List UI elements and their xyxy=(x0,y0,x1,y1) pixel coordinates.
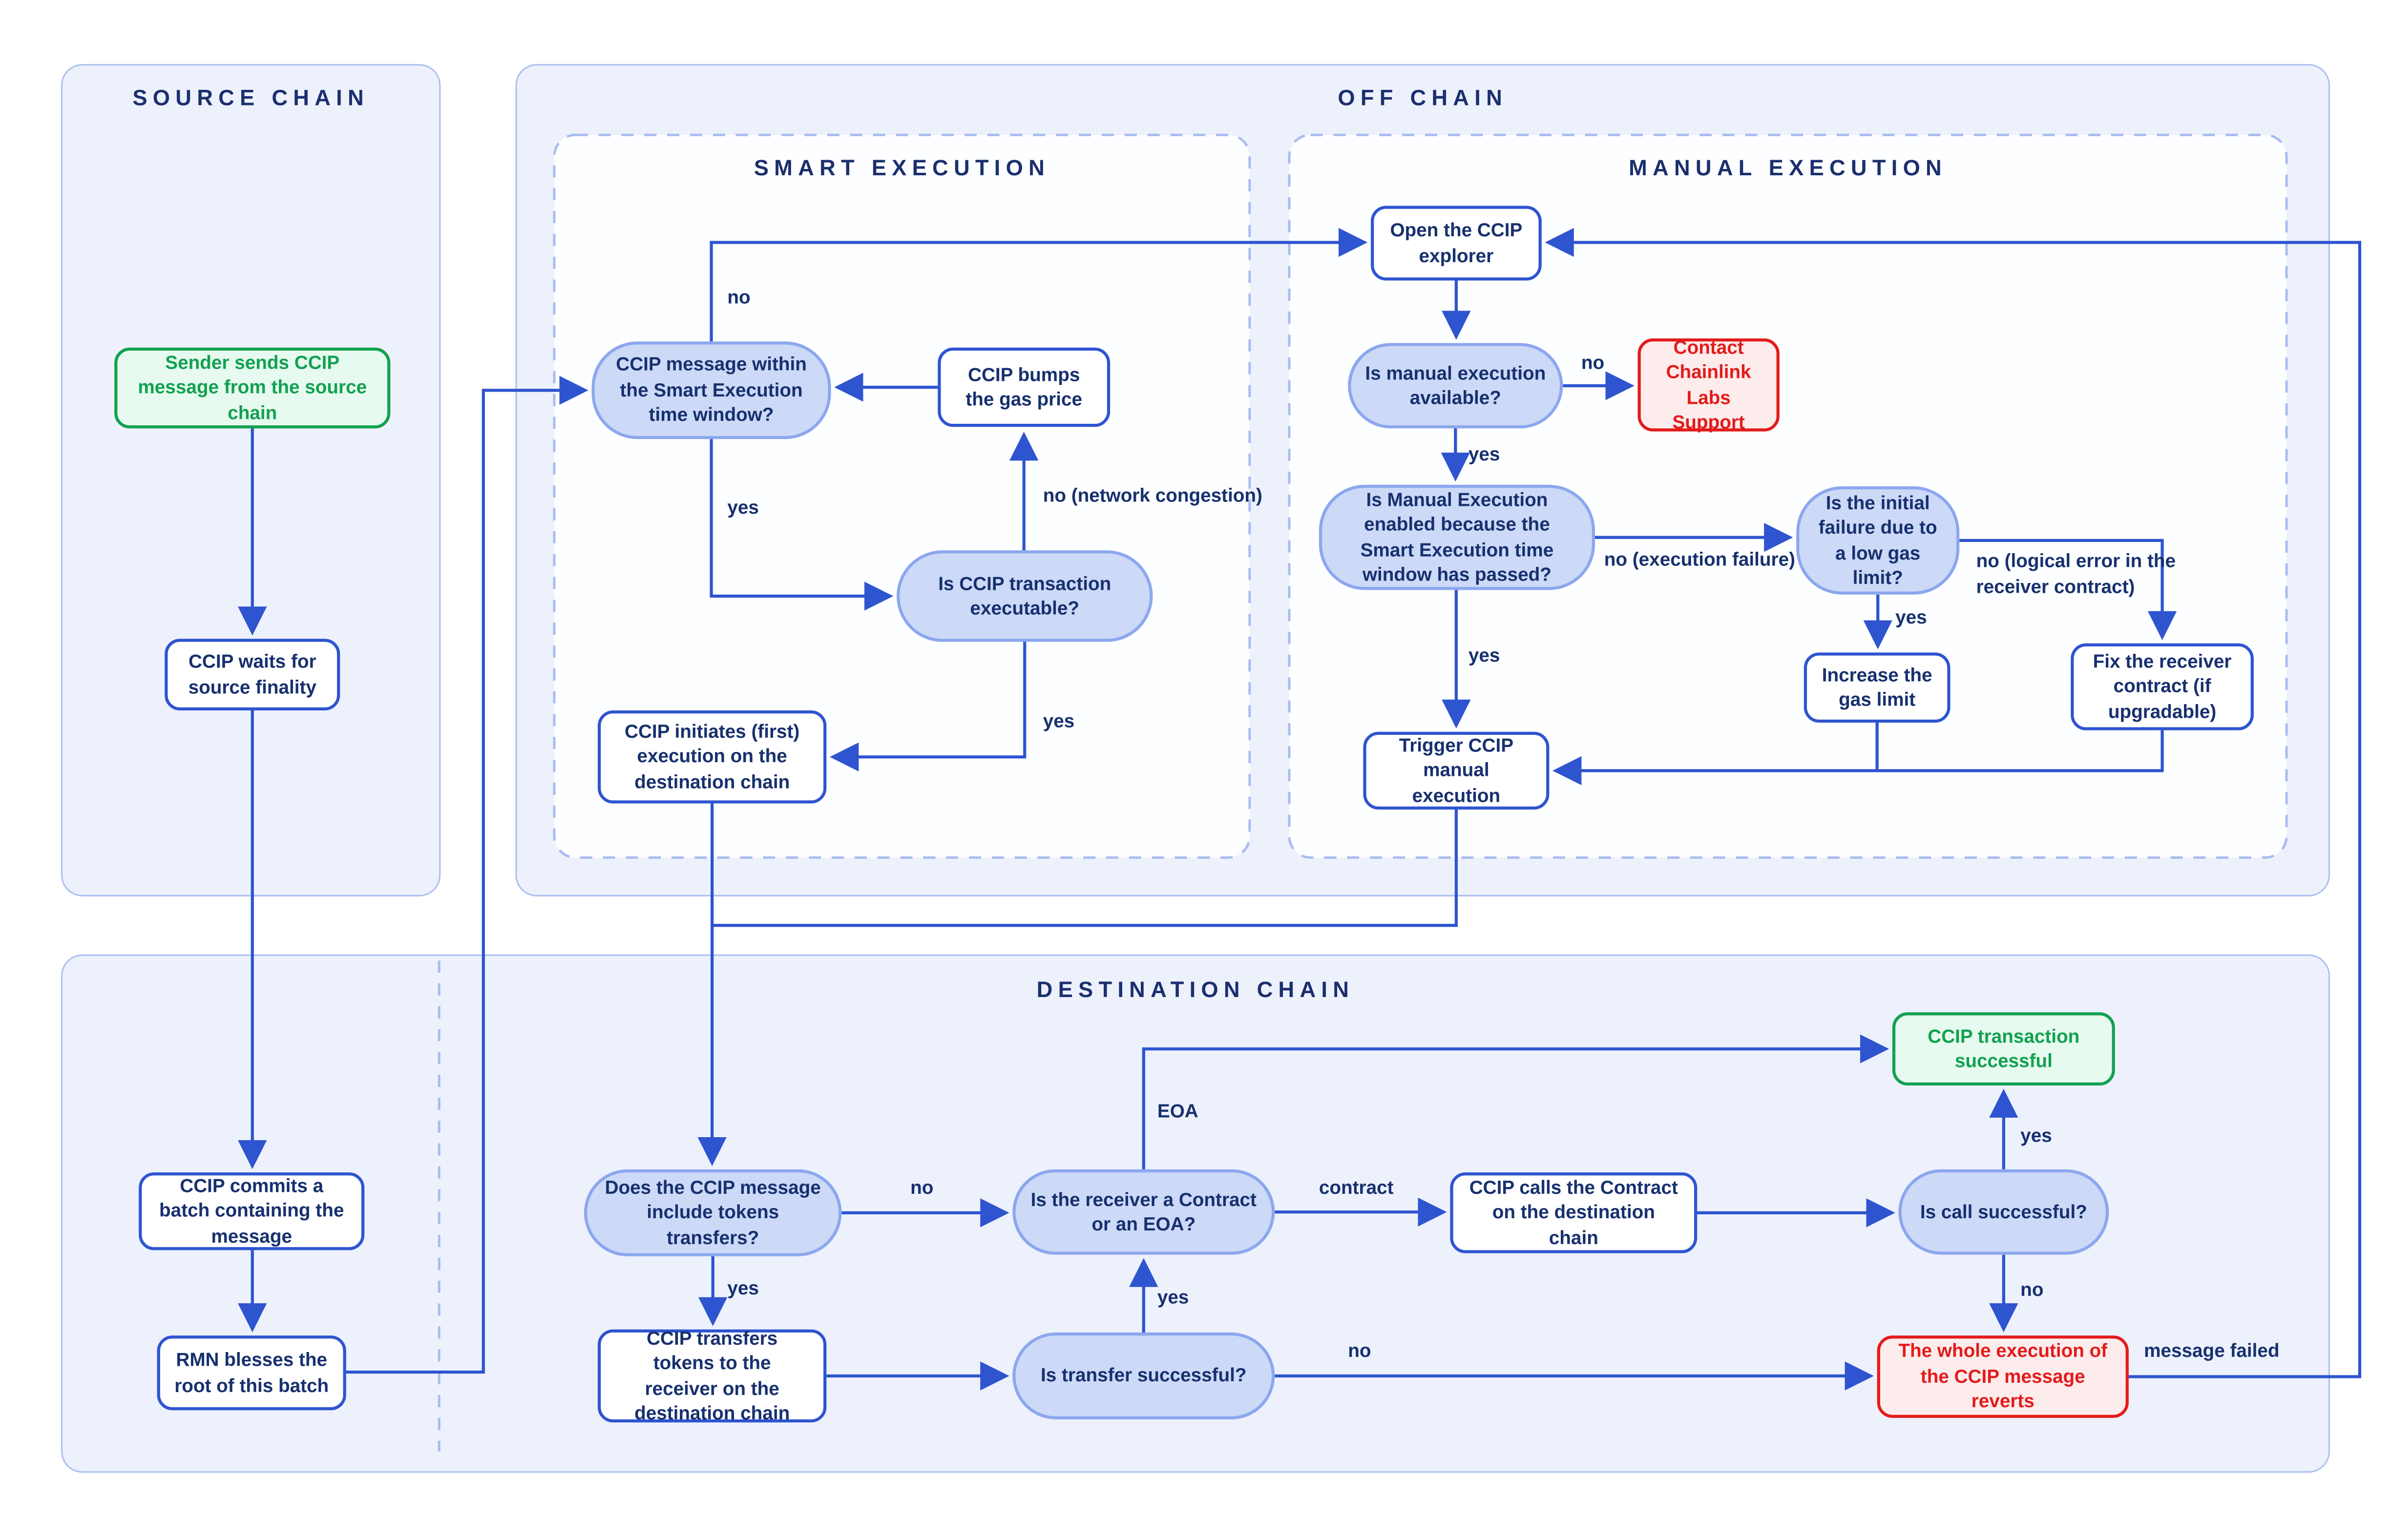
edge-label-receiver-eoa: EOA xyxy=(1157,1101,1198,1123)
node-transaction-successful: CCIP transaction successful xyxy=(1892,1012,2115,1086)
edge-executable-yes-to-initiates xyxy=(830,642,1027,771)
node-execution-reverts: The whole execution of the CCIP message … xyxy=(1877,1335,2129,1418)
edge-label-enabled-yes: yes xyxy=(1468,645,1500,666)
edge-trigger-merge xyxy=(712,809,1458,927)
node-sender-sends-message: Sender sends CCIP message from the sourc… xyxy=(114,347,391,429)
node-msg-in-window-decision: CCIP message within the Smart Execution … xyxy=(591,341,831,439)
edge-label-call-yes: yes xyxy=(2020,1125,2052,1147)
title-destination-chain: DESTINATION CHAIN xyxy=(1036,978,1355,1003)
node-tokens-transfers-decision: Does the CCIP message include tokens tra… xyxy=(584,1169,842,1256)
node-transfer-successful-decision: Is transfer successful? xyxy=(1012,1332,1275,1419)
edge-label-transfer-no: no xyxy=(1348,1340,1371,1362)
edge-label-execution-failure: no (execution failure) xyxy=(1604,549,1796,570)
node-commits-batch: CCIP commits a batch containing the mess… xyxy=(139,1172,365,1250)
node-contact-support: Contact Chainlink Labs Support xyxy=(1637,336,1780,433)
edge-label-msg-window-no: no xyxy=(727,287,751,308)
subpanel-manual-execution xyxy=(1288,133,2288,859)
edge-label-lowgas-yes: yes xyxy=(1895,606,1927,628)
edge-label-message-failed: message failed xyxy=(2144,1340,2280,1362)
edge-label-msg-window-yes: yes xyxy=(727,497,759,519)
title-smart-execution: SMART EXECUTION xyxy=(754,157,1050,182)
edge-label-receiver-contract: contract xyxy=(1319,1177,1394,1199)
node-manual-available-decision: Is manual execution available? xyxy=(1348,343,1563,429)
node-initiates-execution: CCIP initiates (first) execution on the … xyxy=(597,710,827,804)
node-call-successful-decision: Is call successful? xyxy=(1898,1169,2109,1255)
node-trigger-manual-execution: Trigger CCIP manual execution xyxy=(1363,731,1550,810)
edge-label-logical-error: no (logical error in the receiver contra… xyxy=(1976,550,2176,598)
edge-msg-window-no-to-explorer xyxy=(710,228,1368,342)
edge-label-tokens-no: no xyxy=(910,1177,934,1199)
node-executable-decision: Is CCIP transaction executable? xyxy=(896,550,1153,642)
node-rmn-blesses-root: RMN blesses the root of this batch xyxy=(157,1335,346,1411)
title-off-chain: OFF CHAIN xyxy=(1338,86,1508,111)
node-calls-contract: CCIP calls the Contract on the destinati… xyxy=(1450,1172,1698,1253)
edge-receiver-eoa-to-success xyxy=(1142,1034,1889,1169)
edge-lowgas-no-to-fix xyxy=(1959,539,2177,640)
edge-rmn-to-msg-window xyxy=(346,375,588,1374)
title-manual-execution: MANUAL EXECUTION xyxy=(1629,157,1947,182)
edge-label-transfer-yes: yes xyxy=(1157,1287,1189,1309)
edge-label-available-no: no xyxy=(1581,352,1605,374)
node-increase-gas-limit: Increase the gas limit xyxy=(1804,652,1951,723)
node-manual-enabled-decision: Is Manual Execution enabled because the … xyxy=(1319,484,1595,590)
edge-label-tokens-yes: yes xyxy=(727,1277,759,1299)
node-low-gas-decision: Is the initial failure due to a low gas … xyxy=(1796,486,1960,595)
edge-reverts-message-failed-to-explorer xyxy=(1545,228,2362,1378)
node-transfers-tokens: CCIP transfers tokens to the receiver on… xyxy=(597,1328,827,1424)
edge-msg-window-yes-to-executable xyxy=(710,439,894,611)
edge-label-executable-yes: yes xyxy=(1043,710,1075,732)
node-receiver-type-decision: Is the receiver a Contract or an EOA? xyxy=(1012,1169,1275,1255)
node-fix-receiver-contract: Fix the receiver contract (if upgradable… xyxy=(2071,643,2254,730)
node-bumps-gas-price: CCIP bumps the gas price xyxy=(938,347,1111,427)
edge-label-call-no: no xyxy=(2020,1279,2044,1301)
title-source-chain: SOURCE CHAIN xyxy=(132,86,369,111)
node-open-ccip-explorer: Open the CCIP explorer xyxy=(1371,206,1542,281)
edge-label-network-congestion: no (network congestion) xyxy=(1043,484,1262,506)
edge-fix-increase-to-trigger xyxy=(1557,723,2164,770)
edge-label-available-yes: yes xyxy=(1468,443,1500,465)
subpanel-smart-execution xyxy=(553,133,1251,859)
node-waits-source-finality: CCIP waits for source finality xyxy=(165,639,340,711)
